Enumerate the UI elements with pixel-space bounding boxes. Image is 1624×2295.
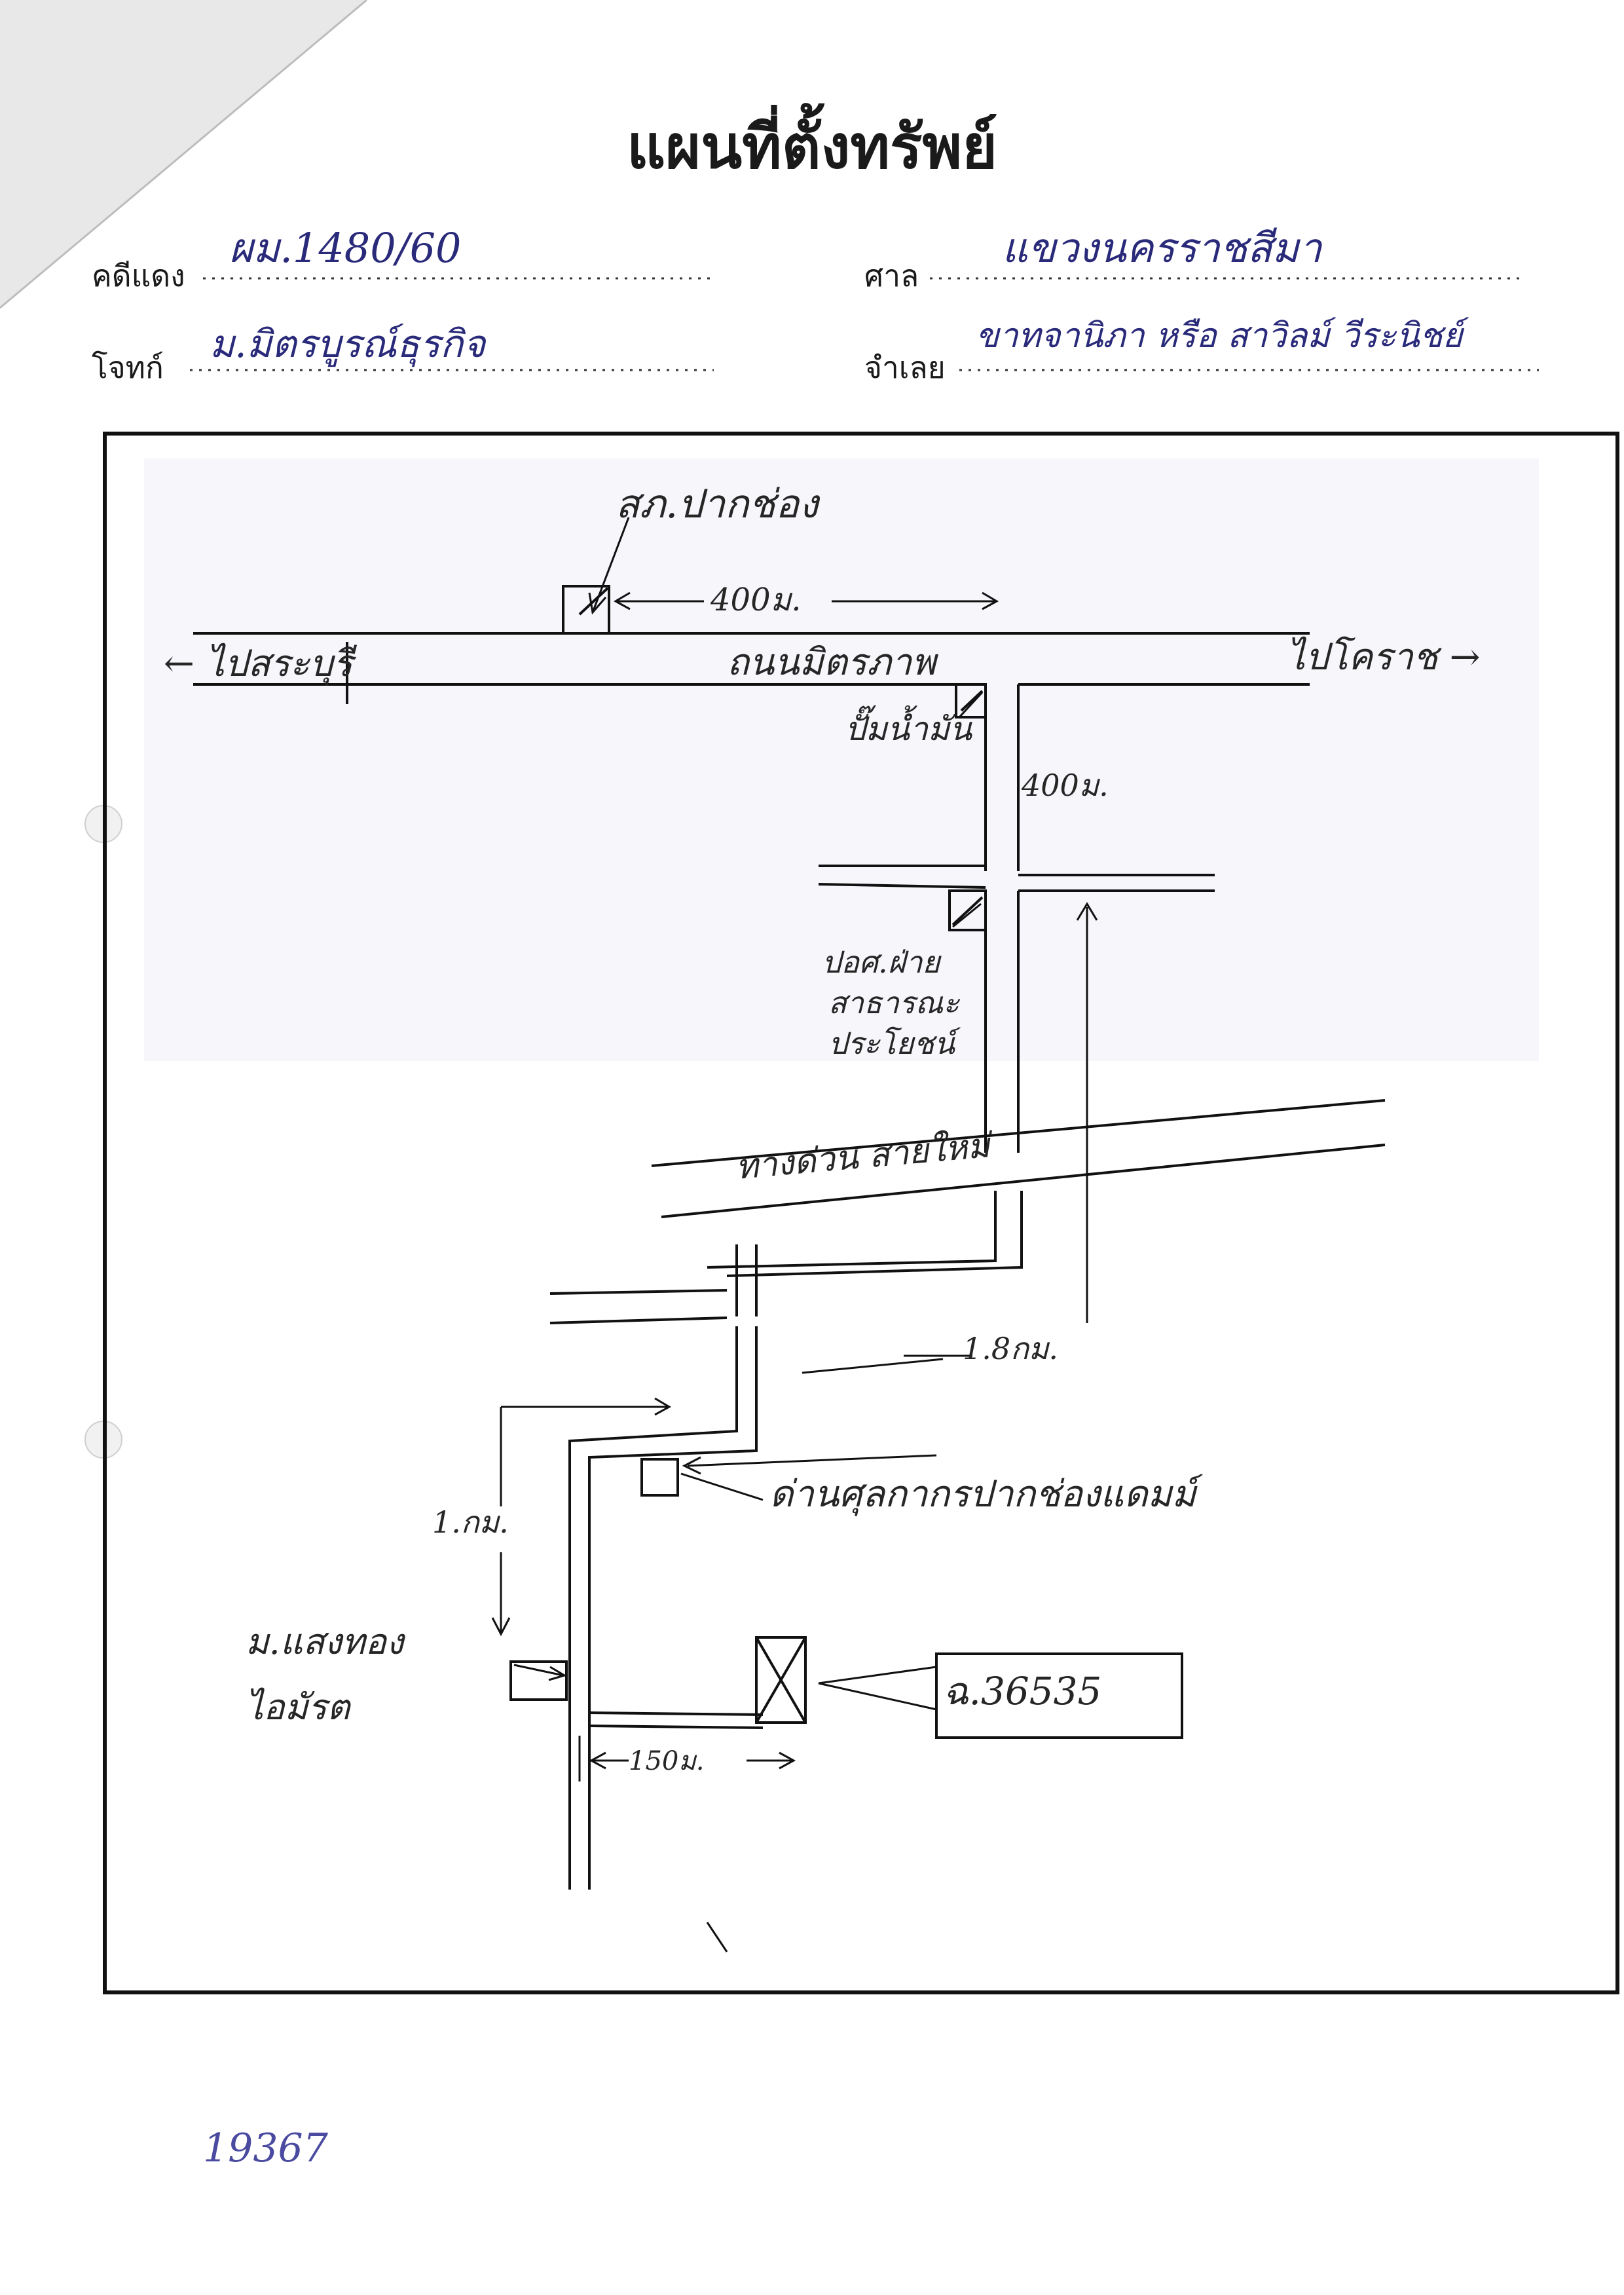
- village-line-1: ม.แสงทอง: [246, 1621, 406, 1662]
- police-station-label: สภ.ปากช่อง: [616, 481, 821, 527]
- gas-station-box: [955, 683, 987, 718]
- to-korat-label: ไปโคราช →: [1287, 636, 1481, 679]
- market-office-line-3: ประโยชน์: [828, 1026, 961, 1061]
- market-office-box: [948, 889, 987, 931]
- scan-shade: [144, 458, 1539, 1061]
- expressway: [651, 1099, 1386, 1218]
- main-road-label: ถนนมิตรภาพ: [727, 641, 938, 684]
- landmark-boxes: [509, 585, 1183, 1739]
- village-label: ม.แสงทอง ไอมัรต: [246, 1621, 415, 1728]
- gas-station-label: ปั๊มน้ำมัน: [845, 705, 973, 748]
- market-office-label: ปอศ.ฝ่าย สาธารณะ ประโยชน์: [822, 944, 969, 1061]
- pointer-lines: [513, 517, 984, 1711]
- main-road: [193, 632, 1310, 704]
- plaintiff-value: ม.มิตรบูรณ์ธุรกิจ: [210, 322, 486, 366]
- expressway-label: ทางด่วน สายใหม่: [734, 1126, 995, 1187]
- footer-number: 19367: [203, 2125, 329, 2171]
- distance-400m-top: 400ม.: [710, 582, 802, 618]
- checkpoint-box: [640, 1458, 679, 1497]
- lower-road: [549, 1191, 1023, 1890]
- deed-box: [935, 1652, 1183, 1739]
- map-frame: [103, 432, 1619, 1994]
- court-value: แขวงนครราชสีมา: [1002, 224, 1322, 272]
- to-saraburi-label: ← ไปสระบุรี: [164, 643, 357, 686]
- distance-400m-side: 400ม.: [1021, 768, 1109, 803]
- distance-1km: 1.กม.: [432, 1504, 509, 1540]
- case-red-label: คดีแดง: [92, 258, 185, 293]
- plaintiff-label: โจทก์: [92, 350, 164, 385]
- case-red-value: ผม.1480/60: [229, 224, 462, 272]
- distance-1-8km: 1.8กม.: [963, 1331, 1058, 1366]
- market-office-line-2: สาธารณะ: [828, 985, 960, 1020]
- defendant-label: จำเลย: [864, 350, 946, 385]
- distance-arrows: [491, 591, 1098, 1952]
- cross-road: [818, 865, 1215, 892]
- side-road: [984, 684, 1020, 1153]
- distance-150m: 150ม.: [629, 1746, 704, 1776]
- village-box: [509, 1660, 568, 1701]
- defendant-value: ขาทจานิภา หรือ สาวิลม์ วีระนิชย์: [976, 316, 1463, 356]
- market-office-line-1: ปอศ.ฝ่าย: [822, 944, 942, 980]
- property-box: [755, 1636, 807, 1724]
- court-label: ศาล: [864, 258, 919, 293]
- checkpoint-label: ด่านศุลกากรปากช่องแดมม์: [769, 1473, 1203, 1516]
- deed-number: ฉ.36535: [943, 1669, 1101, 1713]
- field-dotted-lines: [190, 277, 1539, 371]
- police-station-box: [562, 585, 610, 635]
- village-line-2: ไอมัรต: [246, 1687, 352, 1728]
- document-title: แผนที่ตั้งทรัพย์: [626, 112, 997, 182]
